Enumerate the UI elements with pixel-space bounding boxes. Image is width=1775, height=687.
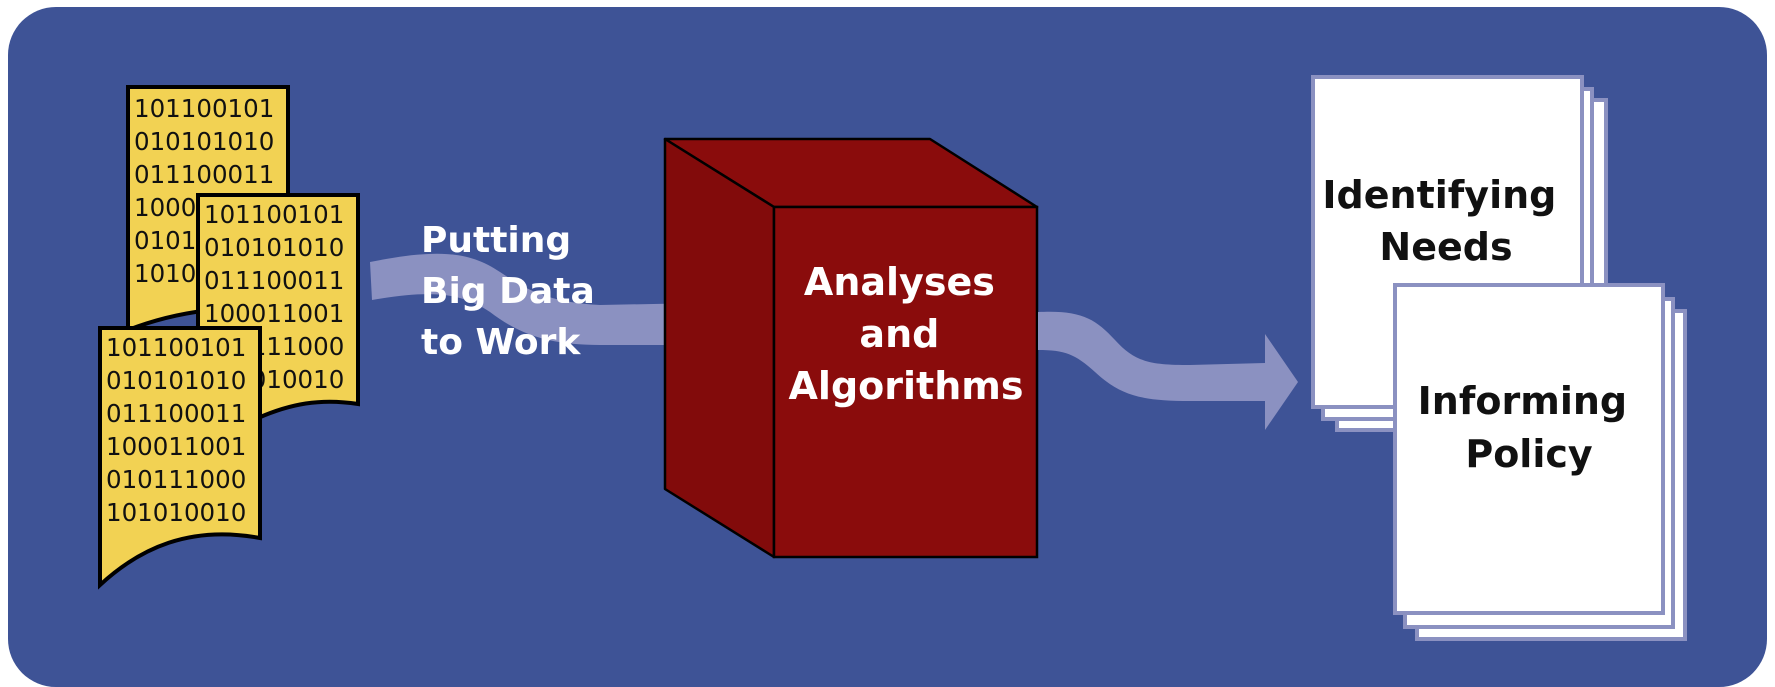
data-document-3-line: 100011001 — [106, 432, 246, 461]
output-label-line: Policy — [1465, 432, 1593, 476]
data-document-3-shape — [98, 326, 262, 590]
data-document-3: 101100101 010101010 011100011 100011001 … — [98, 326, 262, 590]
data-document-1-line: 101100101 — [134, 94, 274, 123]
output-informing-policy: Informing Policy — [1393, 283, 1687, 641]
flow-label-line: to Work — [421, 322, 581, 363]
svg-text:101100101 010101010: 101100101 010101010 011100011 1000 0101 … — [134, 94, 282, 288]
data-document-2-line: 100011001 — [204, 299, 344, 328]
output-informing-policy-label: Informing Policy — [1418, 379, 1641, 476]
analyses-box-label: Analyses and Algorithms — [789, 260, 1024, 408]
data-document-3-line: 101100101 — [106, 333, 246, 362]
data-document-1-line: 1010 — [134, 259, 196, 288]
data-document-2-line: 011100011 — [204, 266, 344, 295]
data-document-3-line: 010111000 — [106, 465, 246, 494]
flow-arrow-1 — [370, 253, 733, 372]
page-stack-front — [1393, 283, 1665, 615]
flow-arrow-2 — [1038, 311, 1298, 430]
output-label-line: Informing — [1418, 379, 1627, 423]
data-document-2-line: 101100101 — [204, 200, 344, 229]
output-label-line: Identifying — [1322, 173, 1556, 217]
data-document-3-line: 011100011 — [106, 399, 246, 428]
analyses-box-side — [663, 137, 776, 559]
data-document-1-line: 0101 — [134, 226, 196, 255]
output-identifying-needs-label: Identifying Needs — [1322, 173, 1569, 269]
data-document-2-line: 010101010 — [204, 233, 344, 262]
data-document-1-line: 010101010 — [134, 127, 274, 156]
svg-text:101100101 010101010: 101100101 010101010 011100011 100011001 … — [106, 333, 254, 527]
data-document-3-line: 101010010 — [106, 498, 246, 527]
flow-label: Putting Big Data to Work — [421, 220, 607, 363]
analyses-box-front — [772, 205, 1039, 559]
analyses-box-label-line: and — [859, 312, 939, 356]
data-document-3-line: 010101010 — [106, 366, 246, 395]
data-document-1-line: 011100011 — [134, 160, 274, 189]
analyses-box: Analyses and Algorithms — [663, 137, 1039, 559]
analyses-box-label-line: Algorithms — [789, 364, 1024, 408]
data-document-1-line: 1000 — [134, 193, 196, 222]
output-label-line: Needs — [1379, 225, 1512, 269]
flow-label-line: Big Data — [421, 271, 595, 312]
analyses-box-label-line: Analyses — [804, 260, 995, 304]
flow-label-line: Putting — [421, 220, 571, 261]
